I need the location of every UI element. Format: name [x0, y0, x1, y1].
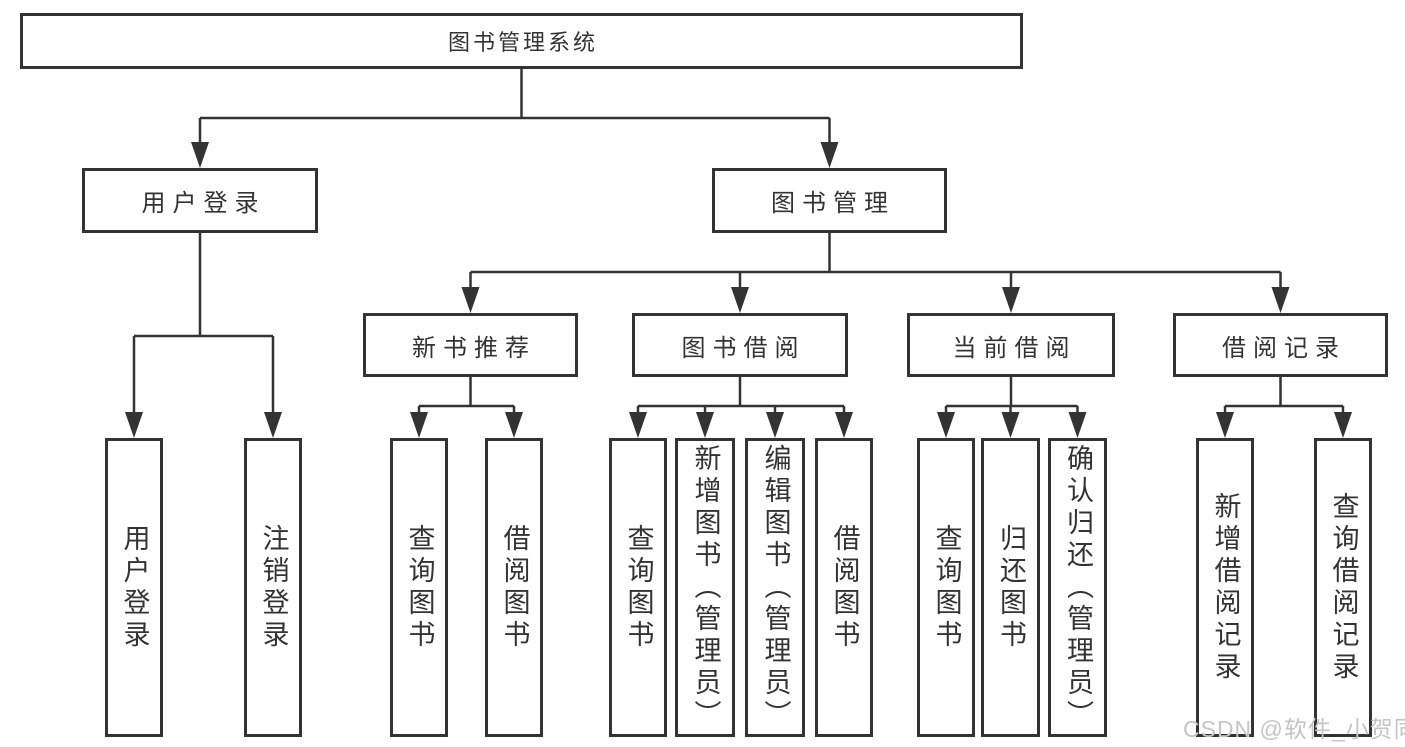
node-book-borrow-label: 图书借阅	[681, 334, 806, 362]
leaf-return-book-label: 归还图书	[996, 523, 1026, 652]
leaf-add-borrow-record: 新增借阅记录	[1196, 438, 1254, 737]
leaf-confirm-return-admin: 确认归还（管理员）	[1048, 438, 1107, 737]
csdn-watermark: CSDN @软件_小贺同学	[1183, 716, 1405, 742]
leaf-confirm-return-admin-label: 确认归还（管理员）	[1063, 443, 1093, 732]
leaf-user-login: 用户登录	[105, 438, 163, 737]
leaf-query-books-current: 查询图书	[917, 438, 975, 737]
leaf-query-books-borrow-label: 查询图书	[623, 523, 654, 652]
leaf-borrow-books-borrow-label: 借阅图书	[829, 523, 860, 652]
node-new-book-recommend-label: 新书推荐	[412, 334, 536, 362]
leaf-query-borrow-record-label: 查询借阅记录	[1328, 491, 1359, 684]
node-book-management-label: 图书管理	[771, 190, 895, 217]
leaf-logout: 注销登录	[244, 438, 302, 737]
leaf-query-borrow-record: 查询借阅记录	[1314, 438, 1372, 737]
leaf-edit-book-admin-label: 编辑图书（管理员）	[760, 443, 791, 732]
node-borrow-records: 借阅记录	[1173, 313, 1388, 377]
leaf-edit-book-admin: 编辑图书（管理员）	[745, 438, 805, 737]
node-user-login: 用户登录	[82, 168, 318, 233]
leaf-user-login-label: 用户登录	[119, 523, 150, 652]
leaf-query-books-recommend: 查询图书	[390, 438, 448, 737]
node-user-login-label: 用户登录	[141, 190, 266, 217]
leaf-return-book: 归还图书	[981, 438, 1040, 737]
node-root-label: 图书管理系统	[447, 30, 598, 55]
node-book-borrow: 图书借阅	[632, 313, 848, 377]
node-new-book-recommend: 新书推荐	[363, 313, 578, 377]
leaf-add-borrow-record-label: 新增借阅记录	[1210, 491, 1241, 684]
leaf-add-book-admin: 新增图书（管理员）	[675, 438, 735, 737]
node-root: 图书管理系统	[20, 13, 1023, 69]
node-current-borrow-label: 当前借阅	[952, 334, 1077, 362]
leaf-logout-label: 注销登录	[258, 523, 289, 652]
leaf-query-books-recommend-label: 查询图书	[404, 523, 435, 652]
leaf-borrow-books-borrow: 借阅图书	[815, 438, 873, 737]
node-current-borrow: 当前借阅	[907, 313, 1115, 377]
node-book-management: 图书管理	[712, 168, 947, 233]
leaf-add-book-admin-label: 新增图书（管理员）	[690, 443, 721, 732]
leaf-borrow-books-recommend-label: 借阅图书	[499, 523, 530, 652]
leaf-query-books-borrow: 查询图书	[609, 438, 667, 737]
leaf-query-books-current-label: 查询图书	[931, 523, 962, 652]
node-borrow-records-label: 借阅记录	[1222, 334, 1346, 362]
leaf-borrow-books-recommend: 借阅图书	[485, 438, 543, 737]
